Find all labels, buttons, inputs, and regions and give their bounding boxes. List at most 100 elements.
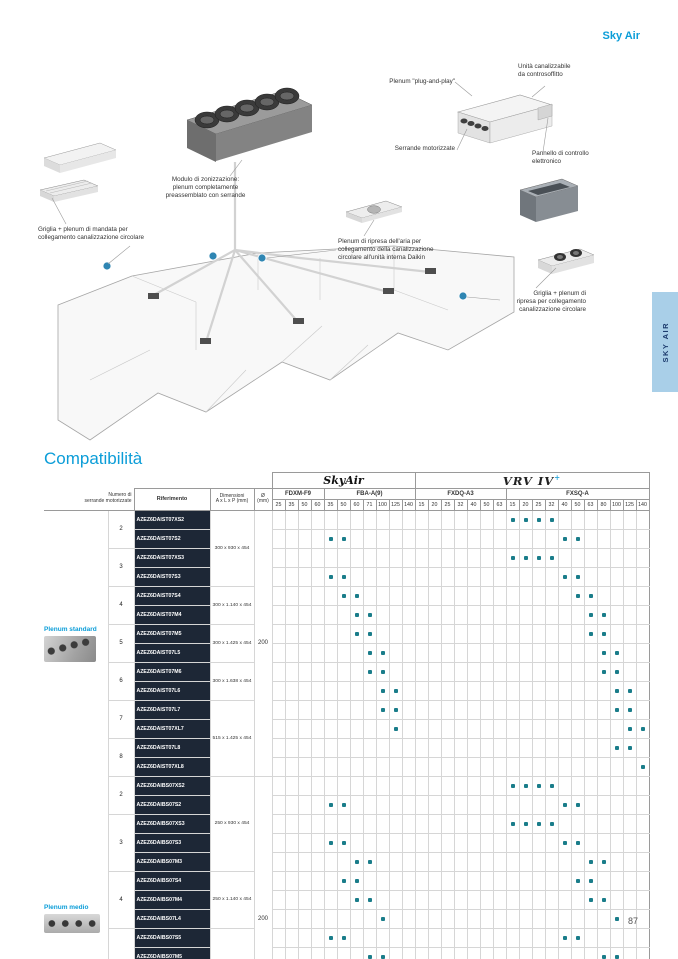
vrv-plus: +: [554, 473, 562, 482]
compat-dot: [614, 745, 619, 750]
compat-cell: [583, 756, 598, 777]
compat-cell: [440, 642, 455, 663]
compat-cell: [401, 661, 416, 682]
compat-cell: [414, 832, 429, 853]
compat-cell: [323, 946, 338, 959]
compat-cell: [362, 908, 377, 929]
unit-size-header: 50: [336, 498, 351, 511]
compat-cell: [518, 946, 533, 959]
compat-cell: [544, 604, 559, 625]
compat-cell: [479, 680, 494, 701]
compat-cell: [466, 756, 481, 777]
table-head: SkyAir VRV IV+ Numero di serrande motori…: [44, 472, 650, 511]
compat-cell: [531, 528, 546, 549]
compat-cell: [349, 566, 364, 587]
compat-cell: [544, 813, 559, 834]
compat-cell: [375, 813, 390, 834]
compat-cell: [349, 794, 364, 815]
compat-cell: [609, 604, 624, 625]
compat-cell: [622, 585, 637, 606]
compat-dot: [588, 631, 593, 636]
serrande-count-cell: 2: [107, 509, 135, 549]
callout-lines: [51, 81, 557, 301]
serrande-count-cell: 7: [107, 699, 135, 739]
compat-cell: [310, 832, 325, 853]
compat-cell: [492, 547, 507, 568]
compat-cell: [336, 794, 351, 815]
compat-cell: [271, 794, 286, 815]
compat-cell: [479, 623, 494, 644]
compat-cell: [453, 908, 468, 929]
model-code-cell: AZEZ6DAIST07L5: [133, 642, 211, 663]
family-fba: FBA-A(9): [323, 487, 416, 500]
compat-cell: [323, 813, 338, 834]
compat-cell: [583, 623, 598, 644]
compat-cell: [401, 566, 416, 587]
compat-dot: [614, 954, 619, 959]
compat-cell: [427, 680, 442, 701]
compat-cell: [518, 927, 533, 948]
compat-dot: [627, 707, 632, 712]
compat-cell: [635, 585, 650, 606]
compat-dot: [536, 783, 541, 788]
compat-cell: [492, 832, 507, 853]
control-tray: [519, 178, 579, 222]
compat-dot: [341, 878, 346, 883]
compat-cell: [635, 509, 650, 530]
compat-cell: [323, 566, 338, 587]
compat-cell: [570, 528, 585, 549]
compat-cell: [479, 851, 494, 872]
compat-cell: [375, 566, 390, 587]
compat-dot: [588, 897, 593, 902]
compat-cell: [492, 699, 507, 720]
compat-cell: [622, 851, 637, 872]
compat-dot: [380, 669, 385, 674]
compat-cell: [466, 737, 481, 758]
compat-cell: [609, 737, 624, 758]
compat-cell: [284, 737, 299, 758]
compat-cell: [479, 661, 494, 682]
compat-cell: [310, 737, 325, 758]
floor-plan: [57, 162, 515, 441]
model-code-cell: AZEZ6DAIST07M4: [133, 604, 211, 625]
compat-dot: [393, 726, 398, 731]
compat-cell: [297, 775, 312, 796]
compat-dot: [614, 707, 619, 712]
compat-cell: [375, 775, 390, 796]
compat-cell: [596, 604, 611, 625]
side-tab-sky-air: SKY AIR: [652, 292, 678, 392]
compat-cell: [635, 604, 650, 625]
compat-cell: [297, 946, 312, 959]
return-grille-plenum: [537, 248, 595, 274]
compat-cell: [557, 813, 572, 834]
compat-dot: [575, 878, 580, 883]
compat-cell: [440, 680, 455, 701]
compat-cell: [453, 851, 468, 872]
compat-cell: [388, 851, 403, 872]
compat-cell: [349, 623, 364, 644]
compat-cell: [401, 718, 416, 739]
compat-cell: [518, 851, 533, 872]
compat-cell: [310, 509, 325, 530]
compat-dot: [354, 631, 359, 636]
serrande-count-cell: 4: [107, 585, 135, 625]
compat-cell: [414, 794, 429, 815]
compat-cell: [466, 718, 481, 739]
callout-return-grille: Griglia + plenum di ripresa per collegam…: [516, 290, 586, 313]
compat-cell: [310, 813, 325, 834]
dimensions-cell: 300 x 1.425 x 454: [209, 623, 255, 663]
compat-cell: [349, 908, 364, 929]
compat-cell: [453, 737, 468, 758]
model-code-cell: AZEZ6DAIST07XS3: [133, 547, 211, 568]
compat-cell: [570, 775, 585, 796]
compat-dot: [575, 935, 580, 940]
compat-cell: [622, 813, 637, 834]
compat-cell: [362, 737, 377, 758]
compat-cell: [414, 737, 429, 758]
compat-cell: [362, 642, 377, 663]
compat-cell: [466, 566, 481, 587]
compat-cell: [336, 813, 351, 834]
compat-cell: [544, 528, 559, 549]
compat-cell: [362, 851, 377, 872]
